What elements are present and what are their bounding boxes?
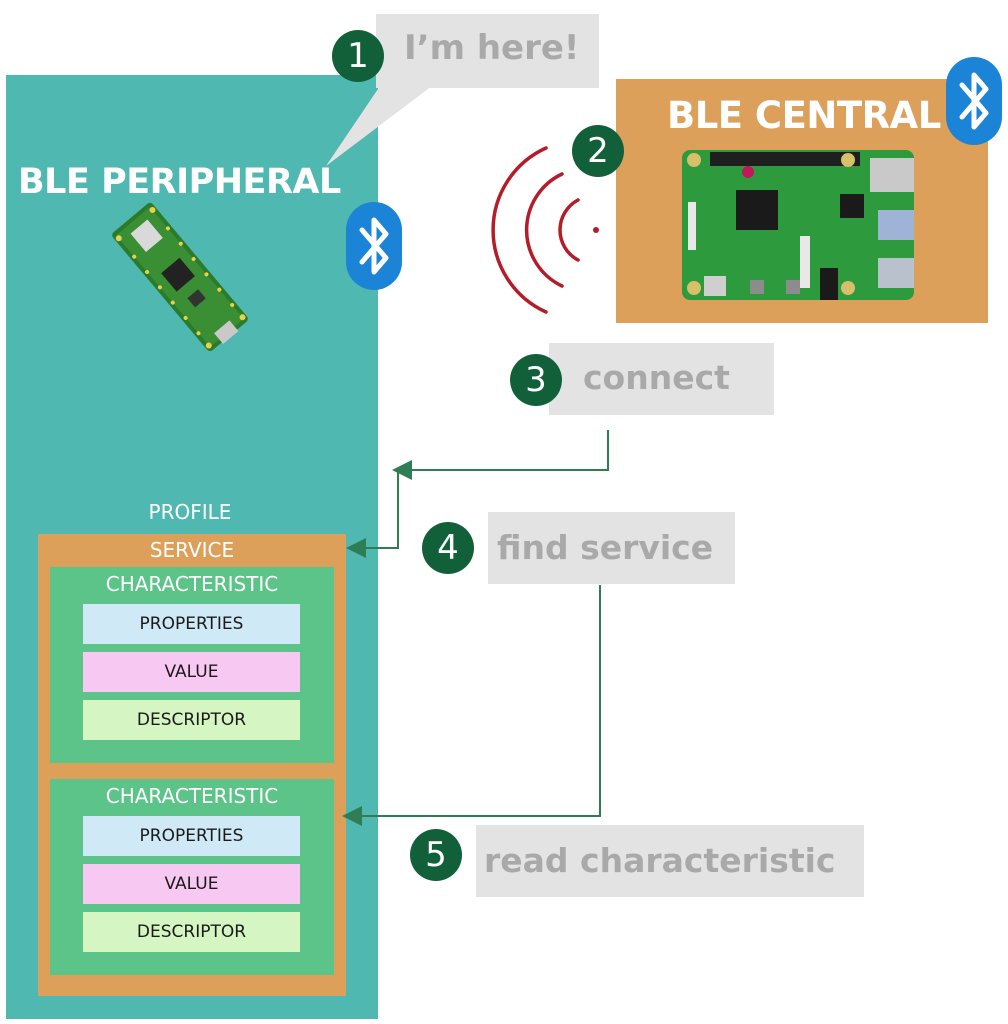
peripheral-title: BLE PERIPHERAL bbox=[18, 162, 341, 202]
step-5-badge: 5 bbox=[410, 829, 462, 881]
properties-field: PROPERTIES bbox=[83, 816, 300, 856]
speech-bubble-tail bbox=[326, 86, 432, 166]
central-title: BLE CENTRAL bbox=[667, 94, 941, 137]
bluetooth-icon bbox=[346, 202, 402, 290]
profile-label: PROFILE bbox=[148, 500, 232, 524]
speech-bubble bbox=[376, 14, 599, 88]
step-1-badge: 1 bbox=[332, 30, 384, 82]
service-arrow bbox=[346, 470, 399, 558]
descriptor-field: DESCRIPTOR bbox=[83, 912, 300, 952]
step-3-badge: 3 bbox=[510, 354, 562, 406]
bluetooth-icon bbox=[946, 57, 1002, 145]
value-field: VALUE bbox=[83, 652, 300, 692]
value-field: VALUE bbox=[83, 864, 300, 904]
pico-board-icon bbox=[112, 202, 248, 352]
step-3-label: connect bbox=[583, 358, 730, 397]
characteristic-label: CHARACTERISTIC bbox=[105, 572, 279, 596]
service-label: SERVICE bbox=[149, 538, 235, 562]
characteristic-label: CHARACTERISTIC bbox=[105, 784, 279, 808]
characteristic-arrow bbox=[342, 585, 601, 826]
raspberry-pi-board-icon bbox=[682, 150, 914, 300]
signal-waves-icon bbox=[491, 146, 599, 314]
step-5-label: read characteristic bbox=[484, 841, 836, 880]
step-4-label: find service bbox=[497, 528, 714, 567]
properties-field: PROPERTIES bbox=[83, 604, 300, 644]
connect-arrow bbox=[392, 430, 609, 480]
step-4-badge: 4 bbox=[422, 522, 474, 574]
step-2-badge: 2 bbox=[572, 125, 624, 177]
step-4-box bbox=[488, 512, 735, 584]
step-5-box bbox=[476, 825, 864, 897]
step-3-box bbox=[549, 343, 774, 415]
step-1-label: I’m here! bbox=[404, 28, 580, 68]
descriptor-field: DESCRIPTOR bbox=[83, 700, 300, 740]
